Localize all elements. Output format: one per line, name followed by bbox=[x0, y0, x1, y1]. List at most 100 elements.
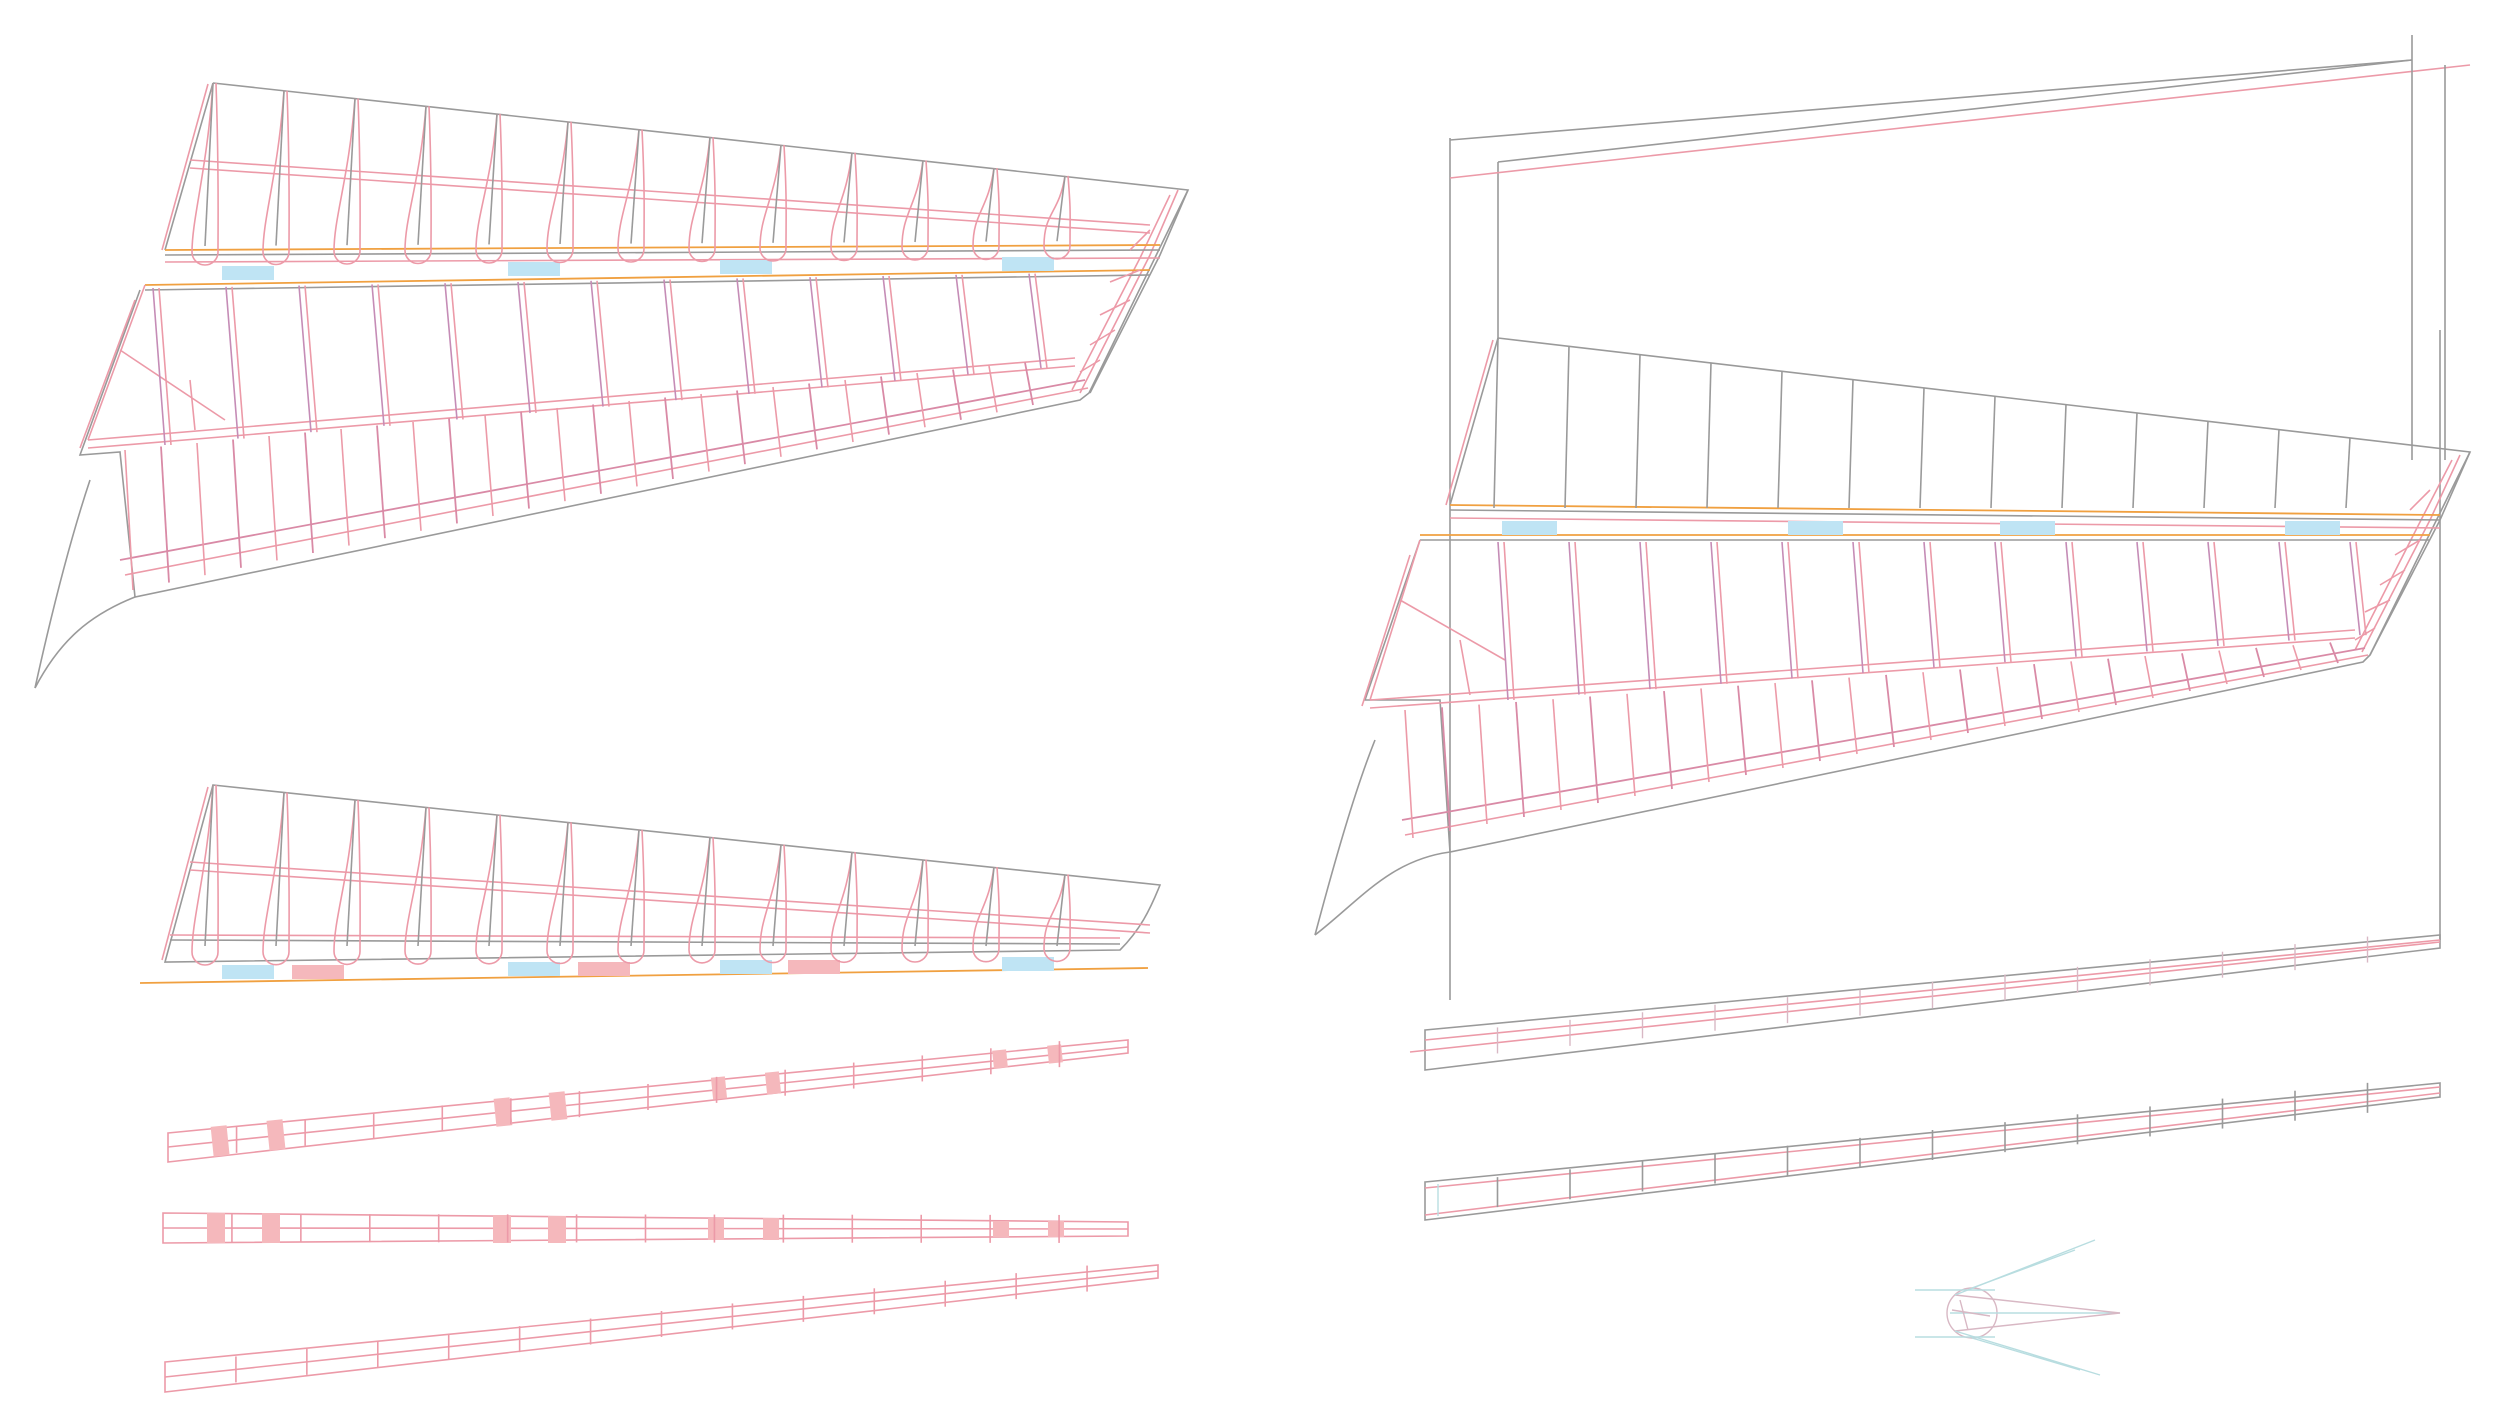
spar-strip-right-1 bbox=[1409, 934, 2441, 1071]
rib-line bbox=[376, 425, 386, 539]
rib-line bbox=[1885, 674, 1895, 748]
rib-line bbox=[1710, 541, 1722, 684]
rib-teardrop bbox=[972, 866, 1000, 963]
rib-line bbox=[232, 439, 242, 568]
rib-line bbox=[231, 286, 245, 439]
rib-line bbox=[1503, 541, 1515, 701]
rib-line bbox=[523, 281, 537, 414]
rib-line bbox=[377, 284, 391, 426]
rib-line bbox=[1639, 541, 1651, 690]
rib-line bbox=[2345, 437, 2351, 509]
rib-line bbox=[630, 829, 640, 947]
upper-right-ribs bbox=[1493, 337, 2351, 509]
rib-line bbox=[988, 365, 998, 413]
rib-teardrop bbox=[1043, 874, 1071, 963]
rib-line bbox=[2213, 541, 2225, 647]
rib-line bbox=[517, 281, 531, 414]
rib-teardrop bbox=[759, 144, 787, 262]
rib-line bbox=[488, 814, 498, 947]
rib-line bbox=[961, 274, 975, 375]
rib-line bbox=[2071, 541, 2083, 657]
rib-line bbox=[225, 286, 239, 439]
rib-line bbox=[736, 390, 746, 465]
rib-line bbox=[1996, 666, 2006, 727]
rib-line bbox=[1919, 387, 1925, 509]
rib-line bbox=[1441, 707, 1451, 832]
rib-line bbox=[204, 784, 214, 947]
rib-line bbox=[952, 369, 962, 420]
rib-line bbox=[1056, 175, 1066, 242]
rib-line bbox=[1781, 541, 1793, 679]
rib-line bbox=[772, 144, 782, 243]
rib-line bbox=[559, 822, 569, 947]
rib-line bbox=[304, 432, 314, 554]
rib-line bbox=[808, 383, 818, 450]
rib-line bbox=[1478, 704, 1488, 825]
spar-strip-3 bbox=[164, 1264, 1159, 1393]
rib-line bbox=[1811, 680, 1821, 762]
rib-line bbox=[772, 386, 782, 457]
rib-teardrop bbox=[546, 121, 574, 264]
rib-line bbox=[815, 277, 829, 388]
rib-line bbox=[1626, 693, 1636, 797]
rib-line bbox=[484, 414, 494, 517]
rib-line bbox=[1848, 677, 1858, 755]
rib-line bbox=[1922, 672, 1932, 741]
front-elevation-ribs bbox=[191, 784, 1071, 966]
rib-line bbox=[556, 407, 566, 502]
rib-line bbox=[1564, 346, 1570, 509]
rib-line bbox=[346, 799, 356, 947]
upper-left-ribs bbox=[191, 82, 1071, 266]
rib-line bbox=[843, 852, 853, 947]
rib-line bbox=[955, 274, 969, 375]
rib-line bbox=[1635, 354, 1641, 509]
rib-line bbox=[1990, 396, 1996, 509]
rib-line bbox=[2292, 644, 2302, 671]
rib-line bbox=[2181, 653, 2191, 692]
wing-panel-plan-upper-left bbox=[34, 82, 1190, 689]
rib-line bbox=[346, 98, 356, 246]
rib-line bbox=[2132, 412, 2138, 509]
rib-line bbox=[628, 400, 638, 487]
rib-line bbox=[2000, 541, 2012, 663]
rib-teardrop bbox=[830, 152, 858, 262]
rib-line bbox=[844, 379, 854, 443]
rib-line bbox=[450, 283, 464, 420]
rib-teardrop bbox=[333, 799, 361, 966]
rib-line bbox=[1777, 371, 1783, 509]
rib-line bbox=[809, 277, 823, 388]
rib-line bbox=[1848, 379, 1854, 509]
rib-teardrop bbox=[546, 822, 574, 965]
rib-line bbox=[596, 280, 610, 407]
rib-line bbox=[340, 428, 350, 546]
rib-teardrop bbox=[333, 98, 361, 265]
rib-line bbox=[1404, 709, 1414, 839]
rib-teardrop bbox=[191, 784, 219, 966]
rib-line bbox=[914, 160, 924, 243]
rib-line bbox=[663, 279, 677, 401]
rib-line bbox=[1852, 541, 1864, 674]
rib-line bbox=[152, 287, 166, 446]
rib-line bbox=[1493, 337, 1499, 509]
rib-line bbox=[985, 866, 995, 947]
rib-line bbox=[888, 275, 902, 382]
rib-line bbox=[701, 837, 711, 947]
rib-line bbox=[882, 275, 896, 382]
rib-teardrop bbox=[404, 106, 432, 265]
rib-line bbox=[1056, 874, 1066, 947]
rib-line bbox=[1552, 699, 1562, 811]
rib-line bbox=[590, 280, 604, 407]
rib-teardrop bbox=[475, 814, 503, 965]
rib-line bbox=[2207, 541, 2219, 647]
rib-line bbox=[880, 376, 890, 435]
rib-line bbox=[2061, 404, 2067, 509]
rib-line bbox=[158, 287, 172, 446]
rib-line bbox=[2136, 541, 2148, 652]
rib-line bbox=[1959, 669, 1969, 734]
rib-line bbox=[196, 442, 206, 576]
rib-line bbox=[2278, 541, 2290, 641]
rib-line bbox=[371, 284, 385, 426]
rib-line bbox=[1574, 541, 1586, 695]
rib-line bbox=[2284, 541, 2296, 641]
